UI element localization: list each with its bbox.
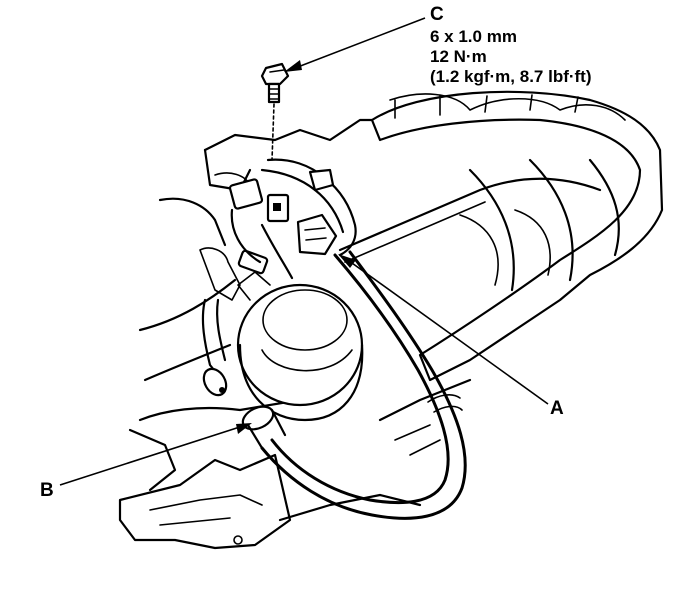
leader-b [59,424,247,486]
leader-lines [59,17,549,486]
bolt-c [260,62,290,161]
leader-a [344,257,549,405]
engine-block [118,118,472,550]
callout-a-label: A [550,398,564,419]
callout-c-label: C [430,4,444,25]
hose-a [260,250,467,520]
leader-c [289,17,426,71]
wire-harness [260,158,357,257]
torque-alt-text: (1.2 kgf·m, 8.7 lbf·ft) [430,67,592,86]
intake-manifold [338,90,664,382]
torque-nm-text: 12 N·m [430,47,487,66]
arrowhead-a [338,254,356,268]
arrowhead-c [284,60,302,72]
callout-b-label: B [40,480,54,501]
connectors [201,178,338,397]
bolt-size-text: 6 x 1.0 mm [430,27,517,46]
filter-canister [199,247,364,422]
arrowhead-b [236,423,252,434]
